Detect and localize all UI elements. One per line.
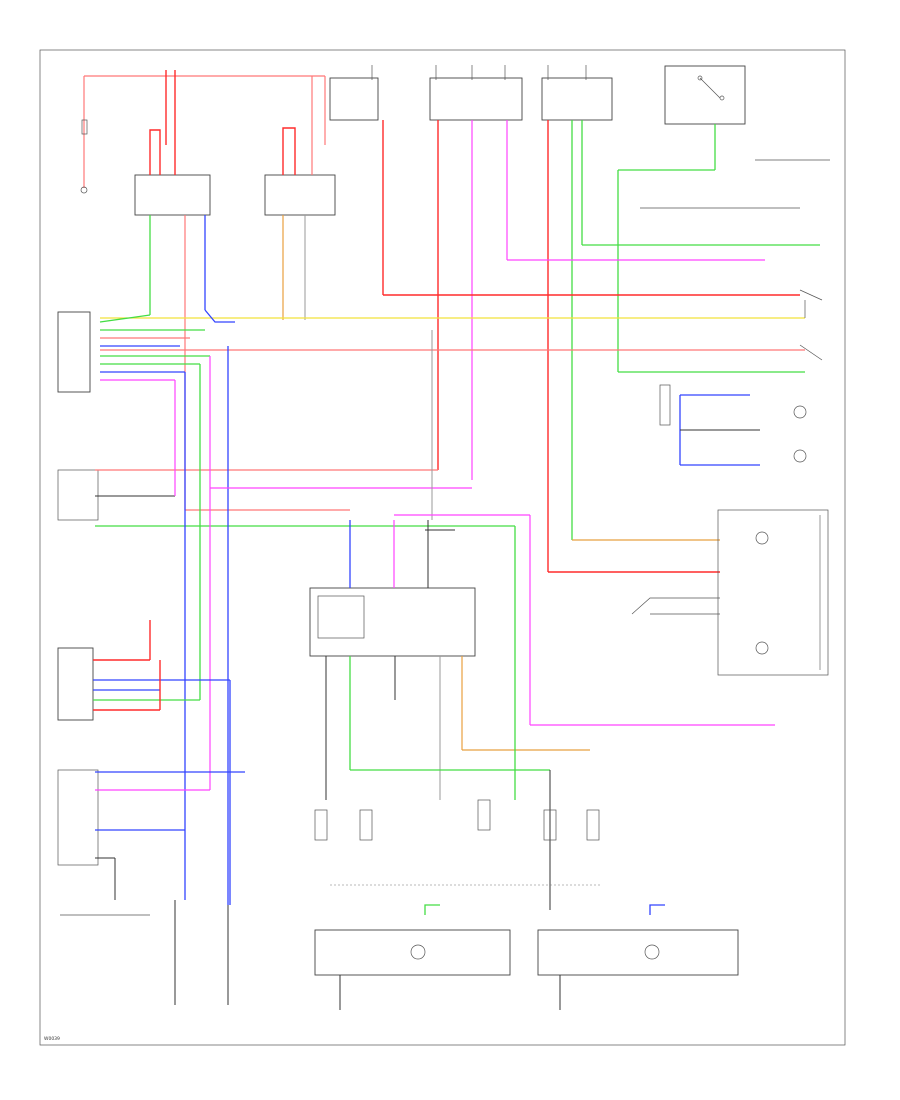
light-switch [631, 509, 829, 676]
combination-switch [57, 620, 231, 905]
relay-left [134, 70, 211, 510]
ignition-relay-box [664, 65, 746, 125]
fuse-drops [382, 120, 716, 572]
horn-icon-2 [793, 449, 807, 463]
right-switches [659, 289, 823, 466]
diagram-frame [39, 49, 846, 1046]
fusible-link-icon [81, 119, 88, 135]
lamp-module-right [537, 904, 739, 1010]
left-vertical-runs [174, 346, 472, 905]
fuse-block-top [329, 65, 746, 125]
right-harness-runs [100, 159, 830, 373]
central-control-unit [309, 330, 476, 800]
left-connector-block [57, 309, 235, 393]
horn-icon [793, 405, 807, 419]
footer-code: W0039 [44, 1036, 60, 1042]
lamp-module-left [314, 904, 511, 1010]
relay-right [264, 76, 336, 320]
battery-section [80, 75, 326, 194]
lower-fuses [174, 799, 600, 1005]
lower-right-runs [350, 514, 775, 910]
horn-switch-lower [57, 769, 245, 916]
stop-switch [57, 469, 515, 527]
